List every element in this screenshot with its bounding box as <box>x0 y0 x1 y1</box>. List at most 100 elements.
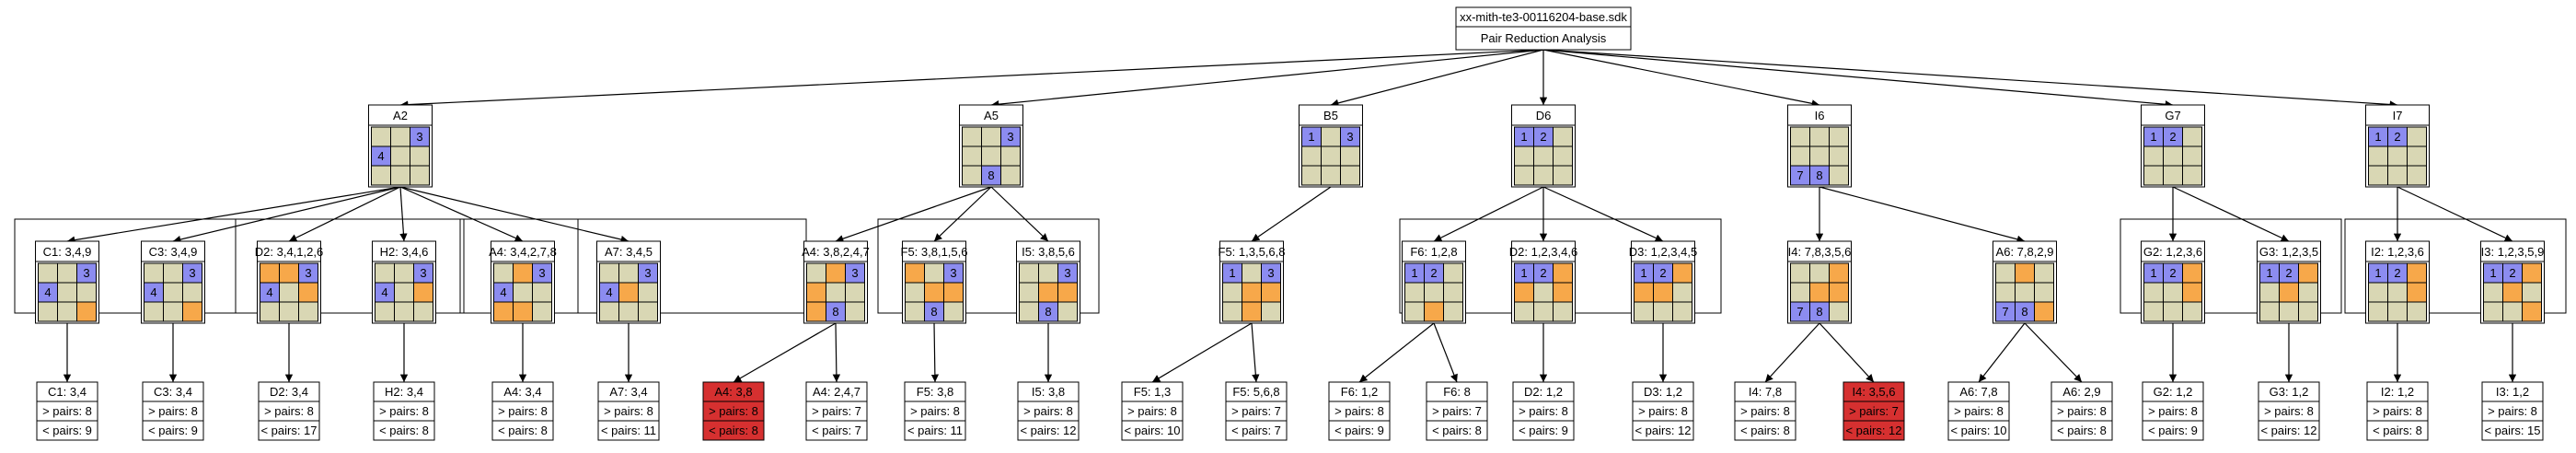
node-a4a-label: A4: 3,4,2,7,8 <box>489 245 557 259</box>
edge <box>66 186 401 244</box>
grid-digit: 4 <box>150 285 156 299</box>
grid-cell <box>1261 282 1281 303</box>
grid-cell <box>2387 165 2408 186</box>
node-f5b-label: F5: 1,3,5,6,8 <box>1219 245 1286 259</box>
leaf-node: A4: 3,8> pairs: 8< pairs: 8 <box>702 381 765 441</box>
leaf-title: C1: 3,4 <box>48 385 87 399</box>
grid-digit: 3 <box>416 130 422 144</box>
grid-cell <box>390 145 410 167</box>
grid-digit: 8 <box>988 168 994 182</box>
leaf-title: H2: 3,4 <box>385 385 423 399</box>
grid-digit: 2 <box>1659 266 1666 280</box>
grid-cell <box>1790 126 1810 147</box>
grid-digit: 7 <box>2002 305 2008 319</box>
leaf-less-pairs: < pairs: 8 <box>379 424 429 437</box>
grid-digit: 4 <box>381 285 387 299</box>
edge <box>1151 322 1253 383</box>
grid-cell <box>924 262 944 284</box>
node-d2a-label: D2: 3,4,1,2,6 <box>255 245 323 259</box>
grid-digit: 3 <box>1064 266 1070 280</box>
leaf-lt-box <box>1426 420 1488 441</box>
grid-digit: 3 <box>950 266 956 280</box>
grid-digit: 3 <box>83 266 89 280</box>
grid-cell <box>390 126 410 147</box>
grid-cell <box>1653 301 1673 322</box>
grid-cell <box>1829 301 1849 322</box>
leaf-greater-pairs: > pairs: 8 <box>1023 404 1073 418</box>
grid-cell <box>1553 262 1573 284</box>
grid-cell <box>57 262 77 284</box>
grid-digit: 1 <box>1520 130 1527 144</box>
leaf-title: D3: 1,2 <box>1644 385 1682 399</box>
grid-cell <box>1809 262 1830 284</box>
edge <box>288 186 401 242</box>
leaf-greater-pairs: > pairs: 8 <box>2373 404 2422 418</box>
leaf-lt-box <box>2481 420 2544 441</box>
leaf-node: A6: 7,8> pairs: 8< pairs: 10 <box>1947 381 2010 441</box>
node-a4b-label: A4: 3,8,2,4,7 <box>802 245 870 259</box>
grid-cell <box>2163 301 2183 322</box>
grid-cell <box>2279 282 2299 303</box>
grid-digit: 1 <box>1229 266 1235 280</box>
leaf-less-pairs: < pairs: 10 <box>1124 424 1180 437</box>
grid-cell <box>2279 301 2299 322</box>
leaf-greater-pairs: > pairs: 8 <box>1127 404 1177 418</box>
grid-digit: 1 <box>1411 266 1417 280</box>
grid-cell <box>2034 262 2054 284</box>
grid-digit: 8 <box>2021 305 2027 319</box>
grid-cell <box>845 282 865 303</box>
leaf-greater-pairs: > pairs: 8 <box>2148 404 2198 418</box>
grid-cell <box>2015 282 2035 303</box>
leaf-less-pairs: < pairs: 12 <box>1845 424 1901 437</box>
grid-cell <box>1301 165 1322 186</box>
grid-cell <box>2522 282 2542 303</box>
grid-cell <box>1672 301 1692 322</box>
grid-digit: 2 <box>1540 266 1546 280</box>
grid-cell <box>1404 282 1425 303</box>
grid-cell <box>905 301 925 322</box>
grid-digit: 2 <box>2285 266 2292 280</box>
grid-cell <box>1790 145 1810 167</box>
grid-cell <box>1672 282 1692 303</box>
node-c1: C1: 3,4,934 <box>35 240 99 324</box>
leaf-greater-pairs: > pairs: 7 <box>1231 404 1281 418</box>
edge <box>733 322 837 383</box>
leaf-title: F5: 1,3 <box>1134 385 1171 399</box>
grid-cell <box>375 262 395 284</box>
grid-cell <box>1634 282 1654 303</box>
grid-cell <box>1790 262 1810 284</box>
node-i5-label: I5: 3,8,5,6 <box>1022 245 1075 259</box>
grid-digit: 1 <box>2266 266 2272 280</box>
grid-cell <box>375 301 395 322</box>
grid-digit: 8 <box>930 305 937 319</box>
grid-cell <box>493 301 514 322</box>
grid-digit: 1 <box>2150 266 2156 280</box>
grid-cell <box>532 282 552 303</box>
grid-digit: 3 <box>1267 266 1274 280</box>
grid-cell <box>2483 282 2503 303</box>
leaf-title: A6: 7,8 <box>1959 385 1997 399</box>
leaf-greater-pairs: > pairs: 8 <box>1638 404 1688 418</box>
edge <box>1764 322 1820 383</box>
grid-cell <box>76 301 97 322</box>
grid-cell <box>826 282 846 303</box>
grid-cell <box>1443 301 1463 322</box>
leaf-lt-box <box>142 420 204 441</box>
edge <box>1433 322 1458 383</box>
grid-cell <box>1019 301 1039 322</box>
leaf-less-pairs: < pairs: 12 <box>1020 424 1076 437</box>
grid-cell <box>1809 126 1830 147</box>
leaf-less-pairs: < pairs: 7 <box>1231 424 1281 437</box>
node-h2-label: H2: 3,4,6 <box>380 245 429 259</box>
grid-digit: 4 <box>500 285 506 299</box>
grid-cell <box>38 301 58 322</box>
grid-cell <box>144 262 164 284</box>
grid-cell <box>1222 282 1242 303</box>
grid-cell <box>1553 145 1573 167</box>
grid-digit: 2 <box>2169 266 2176 280</box>
